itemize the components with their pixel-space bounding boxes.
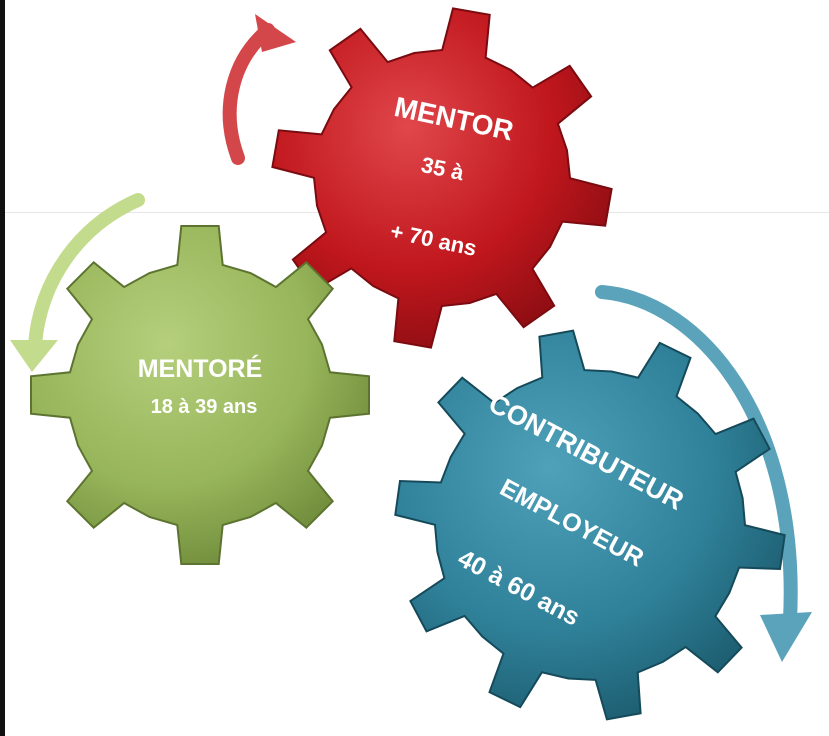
green-arrow-head — [10, 340, 58, 372]
cycle-arrows — [10, 14, 812, 662]
gear-contributeur: CONTRIBUTEUR EMPLOYEUR 40 à 60 ans — [394, 329, 786, 721]
red-curved-arrow — [222, 23, 275, 165]
gear-mentore-title: MENTORÉ — [138, 354, 263, 383]
blue-curved-arrow — [595, 285, 798, 627]
gear-mentore: MENTORÉ 18 à 39 ans — [30, 225, 370, 565]
gear-mentore-shape — [30, 225, 370, 565]
green-curved-arrow — [28, 193, 145, 352]
blue-arrow-head — [760, 612, 812, 662]
gear-mentor-shape — [271, 7, 613, 349]
left-border — [0, 0, 5, 736]
gear-contributeur-shape — [394, 329, 786, 721]
gear-mentor: MENTOR 35 à + 70 ans — [271, 7, 613, 349]
red-arrow-head — [255, 14, 296, 52]
gear-mentore-age: 18 à 39 ans — [151, 396, 258, 418]
